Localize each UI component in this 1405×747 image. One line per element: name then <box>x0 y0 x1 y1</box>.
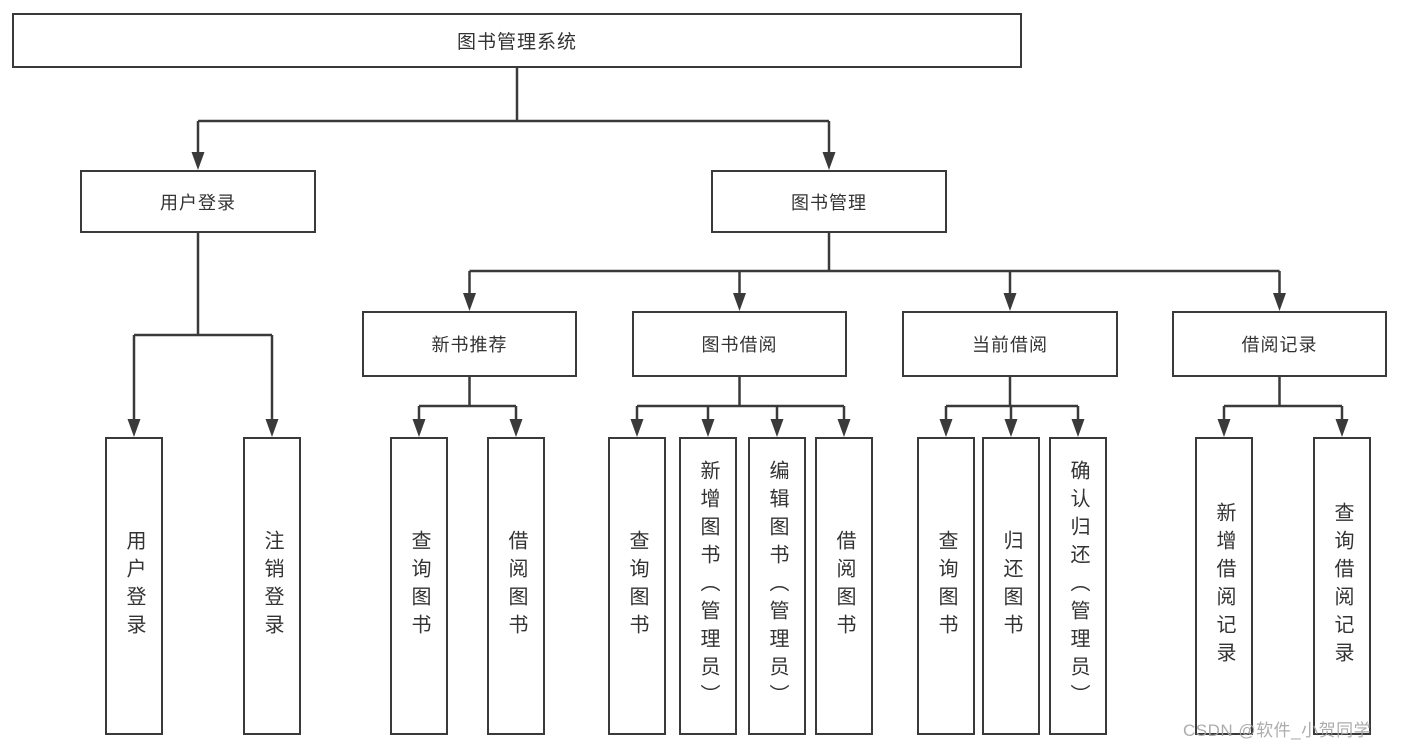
leaf-current-return-books: 归还图书 <box>982 437 1040 735</box>
node-current-borrowing: 当前借阅 <box>902 311 1118 377</box>
node-new-book-recommend: 新书推荐 <box>362 311 577 377</box>
connector-bookmgmt-to-level3 <box>468 233 1281 297</box>
node-user-login: 用户登录 <box>80 170 316 233</box>
watermark: CSDN @软件_小贺同学 <box>1183 721 1372 740</box>
leaf-current-confirm-return-admin: 确认归还（管理员） <box>1049 437 1107 735</box>
connector-userlogin-to-leaves <box>132 233 274 423</box>
node-book-borrowing: 图书借阅 <box>632 311 847 377</box>
leaf-records-add-record: 新增借阅记录 <box>1195 437 1253 735</box>
leaf-borrowing-borrow-books: 借阅图书 <box>815 437 873 735</box>
connector-recommend-to-leaves <box>417 377 518 423</box>
connector-current-to-leaves <box>944 377 1080 423</box>
connector-root-to-level2 <box>196 68 831 156</box>
leaf-borrowing-query-books: 查询图书 <box>608 437 666 735</box>
leaf-records-query-record: 查询借阅记录 <box>1313 437 1371 735</box>
leaf-recommend-borrow-books: 借阅图书 <box>487 437 545 735</box>
connector-records-to-leaves <box>1222 377 1344 423</box>
leaf-borrowing-add-books-admin: 新增图书（管理员） <box>679 437 737 735</box>
leaf-current-query-books: 查询图书 <box>917 437 975 735</box>
leaf-borrowing-edit-books-admin: 编辑图书（管理员） <box>748 437 806 735</box>
leaf-recommend-query-books: 查询图书 <box>390 437 448 735</box>
leaf-logout: 注销登录 <box>243 437 301 735</box>
node-borrowing-records: 借阅记录 <box>1172 311 1387 377</box>
connector-borrowing-to-leaves <box>635 377 846 423</box>
leaf-user-login: 用户登录 <box>105 437 163 735</box>
node-book-management: 图书管理 <box>711 170 947 233</box>
node-root: 图书管理系统 <box>12 13 1022 68</box>
